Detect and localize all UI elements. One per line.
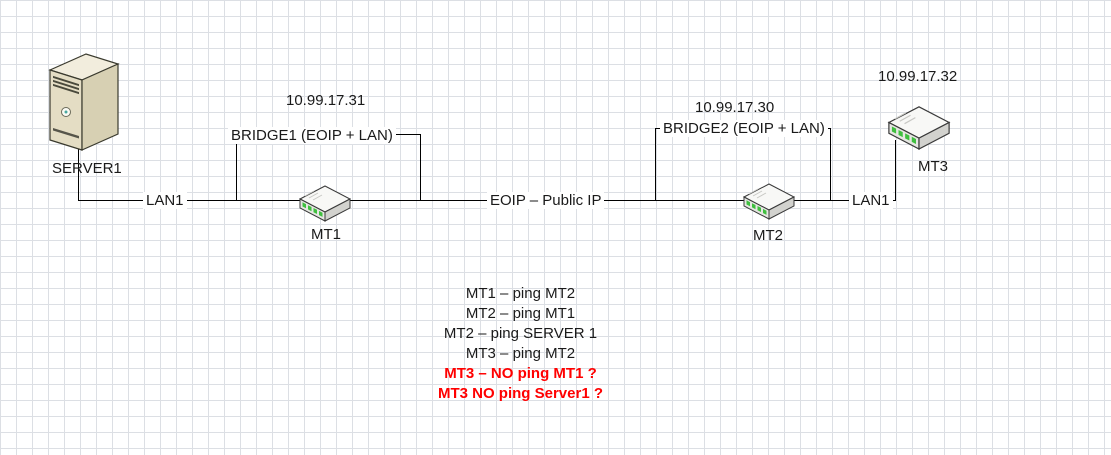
mt3-ip-label: 10.99.17.32 xyxy=(878,68,958,85)
bridge1-bracket-top xyxy=(375,134,421,135)
bridge1-bracket-left xyxy=(236,143,237,201)
server-tower-icon[interactable] xyxy=(42,44,126,162)
bridge2-bracket-right xyxy=(830,128,831,201)
ping-results-notes: MT1 – ping MT2 MT2 – ping MT1 MT2 – ping… xyxy=(393,284,648,404)
ping-note-3: MT2 – ping SERVER 1 xyxy=(443,325,598,342)
mt3-label: MT3 xyxy=(918,158,948,175)
mt1-ip-label: 10.99.17.31 xyxy=(286,92,366,109)
bridge1-label: BRIDGE1 (EOIP + LAN) xyxy=(228,127,396,144)
server1-label: SERVER1 xyxy=(52,160,122,177)
lan1-left-label: LAN1 xyxy=(143,192,187,209)
router-mt3-icon[interactable] xyxy=(885,102,953,155)
connector-mt3-drop xyxy=(895,140,896,201)
ping-note-1: MT1 – ping MT2 xyxy=(465,285,576,302)
mt2-ip-label: 10.99.17.30 xyxy=(695,99,775,116)
ping-note-4: MT3 – ping MT2 xyxy=(465,345,576,362)
bridge2-label: BRIDGE2 (EOIP + LAN) xyxy=(660,120,828,137)
bridge2-bracket-left xyxy=(655,128,656,201)
mt1-label: MT1 xyxy=(311,226,341,243)
router-mt2-icon[interactable] xyxy=(741,180,797,224)
ping-note-2: MT2 – ping MT1 xyxy=(465,305,576,322)
mt2-label: MT2 xyxy=(753,227,783,244)
bridge1-bracket-right xyxy=(420,134,421,201)
lan1-right-label: LAN1 xyxy=(849,192,893,209)
router-mt1-icon[interactable] xyxy=(297,182,353,226)
ping-note-5: MT3 – NO ping MT1 ? xyxy=(444,365,597,382)
connector-server1-drop xyxy=(78,148,79,201)
ping-note-6: MT3 NO ping Server1 ? xyxy=(437,385,604,402)
eoip-public-ip-label: EOIP – Public IP xyxy=(487,192,605,209)
